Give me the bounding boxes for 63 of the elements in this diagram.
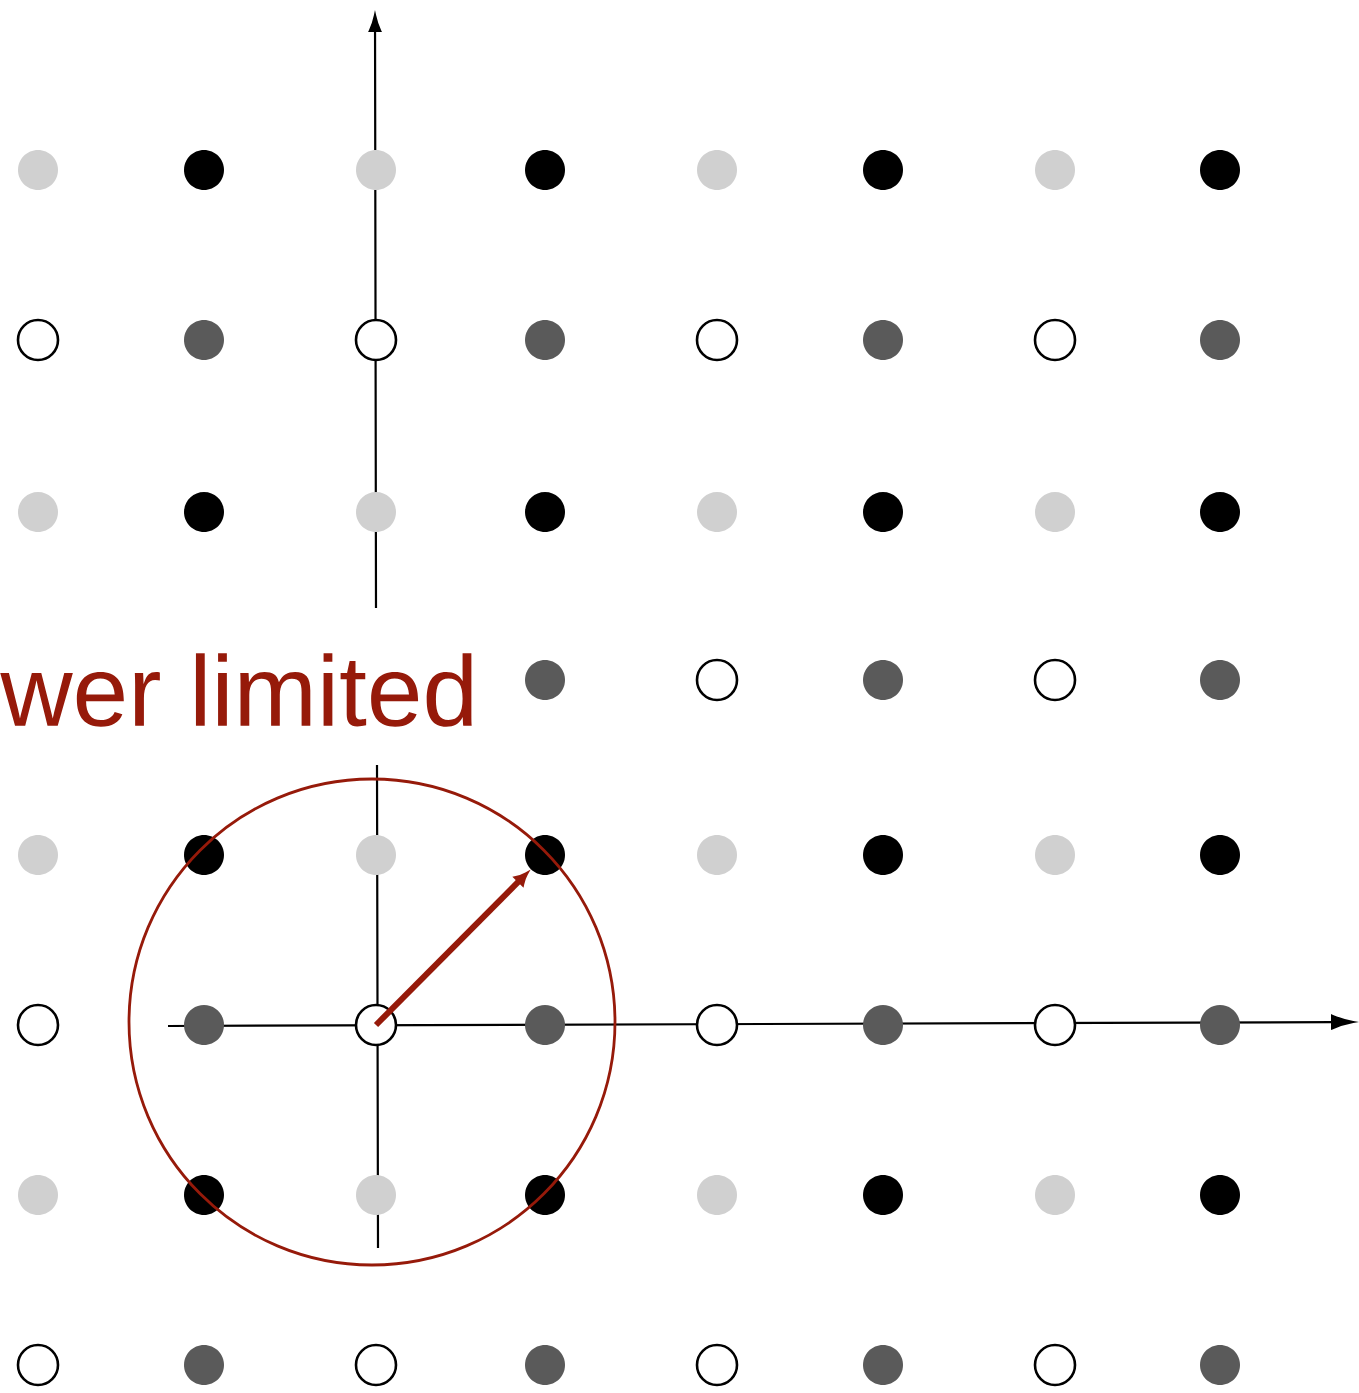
lattice-dot xyxy=(356,1175,396,1215)
lattice-dot xyxy=(863,150,903,190)
lattice-dot xyxy=(18,150,58,190)
lattice-dot xyxy=(356,835,396,875)
lattice-dot xyxy=(525,1345,565,1385)
lattice-dot xyxy=(184,1345,224,1385)
lattice-dot xyxy=(695,658,739,702)
lattice-dot xyxy=(16,1003,60,1047)
lattice-dot xyxy=(697,492,737,532)
lattice-dot xyxy=(697,1175,737,1215)
lattice-dot xyxy=(863,1175,903,1215)
lattice-dot xyxy=(863,492,903,532)
lattice-dot xyxy=(1033,318,1077,362)
annotation-text: wer limited xyxy=(0,653,479,727)
lattice-dot xyxy=(1200,492,1240,532)
lattice-dot xyxy=(525,320,565,360)
lattice-dot xyxy=(1035,492,1075,532)
lattice-dot xyxy=(1035,835,1075,875)
lattice-dot xyxy=(863,660,903,700)
lattice-dot xyxy=(16,1343,60,1387)
lattice-dot xyxy=(695,318,739,362)
lattice-dot xyxy=(1035,1175,1075,1215)
lattice-dot xyxy=(1200,660,1240,700)
lattice-dot xyxy=(354,1003,398,1047)
lattice-dot xyxy=(1035,150,1075,190)
lattice-dot xyxy=(184,1175,224,1215)
lattice-dot xyxy=(184,150,224,190)
lattice-dot xyxy=(1033,1003,1077,1047)
lattice-dot xyxy=(18,1175,58,1215)
lattice-dot xyxy=(863,1005,903,1045)
lattice-dot xyxy=(863,320,903,360)
lattice-dot xyxy=(354,1343,398,1387)
lattice-dot xyxy=(1033,1343,1077,1387)
lattice-dot xyxy=(1200,1175,1240,1215)
lattice-dot xyxy=(695,1343,739,1387)
lattice-dot xyxy=(356,150,396,190)
lattice-dot xyxy=(184,1005,224,1045)
lattice-dot xyxy=(1200,1005,1240,1045)
lattice-dot xyxy=(863,835,903,875)
lattice-dot xyxy=(1200,150,1240,190)
lattice-dot xyxy=(525,1175,565,1215)
lattice-dot xyxy=(18,835,58,875)
lattice-dot xyxy=(184,320,224,360)
lattice-dot xyxy=(1200,835,1240,875)
lattice-dot xyxy=(525,660,565,700)
lattice-dot xyxy=(184,492,224,532)
lattice-dot xyxy=(1033,658,1077,702)
lattice-dot xyxy=(18,492,58,532)
lattice-dot xyxy=(354,318,398,362)
lattice-dot xyxy=(184,835,224,875)
lattice-dot xyxy=(525,835,565,875)
lattice-dot xyxy=(695,1003,739,1047)
arrow xyxy=(373,872,528,1028)
lattice-dot xyxy=(356,492,396,532)
lattice-dot xyxy=(697,150,737,190)
lattice-dot xyxy=(525,1005,565,1045)
lattice-dot xyxy=(525,150,565,190)
lattice-dot xyxy=(697,835,737,875)
lattice-dot xyxy=(1200,1345,1240,1385)
lattice-dot xyxy=(1200,320,1240,360)
lattice-dot xyxy=(863,1345,903,1385)
lattice-dot xyxy=(525,492,565,532)
lattice-dot xyxy=(16,318,60,362)
